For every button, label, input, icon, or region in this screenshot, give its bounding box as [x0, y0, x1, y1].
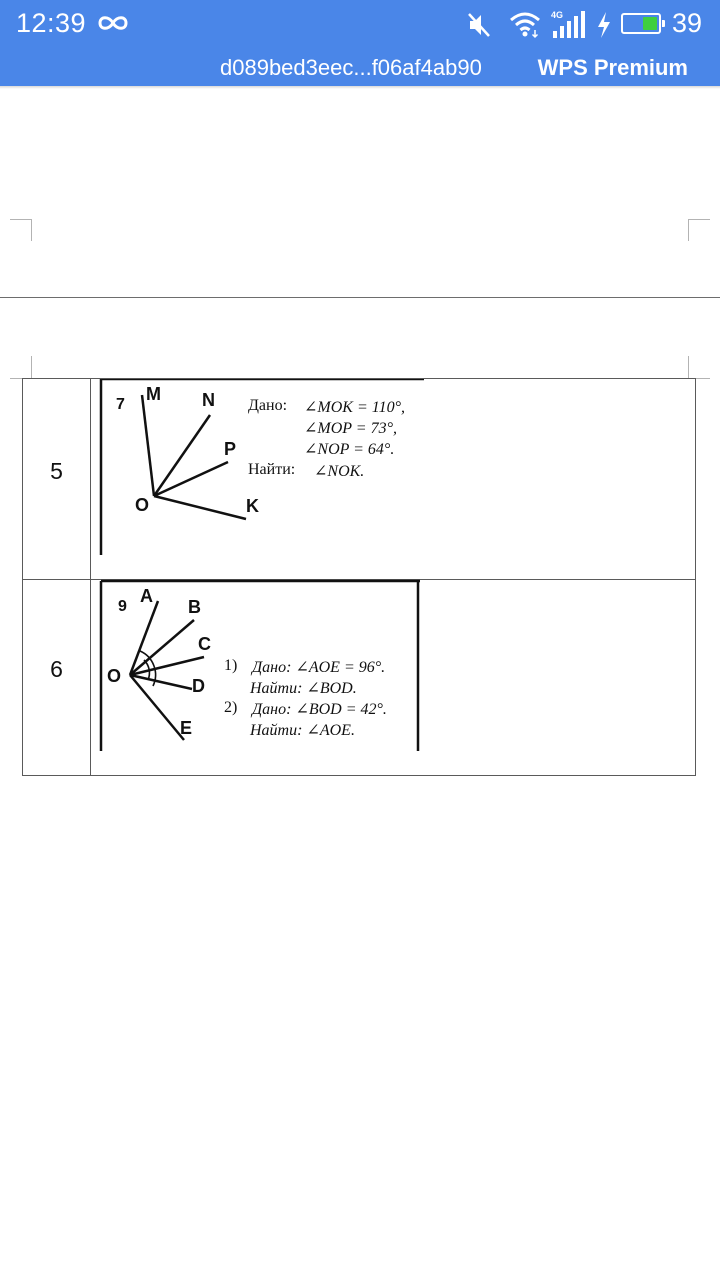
- geometry-figure: 9 A B C O D E 1) Дано: ∠AOE = 96°. Найти…: [98, 579, 422, 754]
- status-time: 12:39: [16, 8, 87, 38]
- geometry-figure: 7 M N P O K Дано: ∠MOK = 110°, ∠MOP = 73…: [98, 379, 430, 557]
- header-shadow: [0, 86, 720, 89]
- status-bar: 12:39 4G: [0, 0, 720, 50]
- battery-level: 39: [672, 8, 703, 38]
- point-label: K: [246, 496, 259, 516]
- page-corner-mark: [10, 219, 32, 241]
- table-row-divider: [23, 579, 695, 580]
- given-condition: ∠MOK = 110°,: [304, 399, 405, 416]
- task-number: 6: [50, 656, 63, 682]
- charging-icon: [596, 11, 612, 44]
- table-column-divider: [90, 379, 91, 775]
- infinity-icon: [96, 10, 130, 41]
- point-label: A: [140, 586, 153, 606]
- point-label: C: [198, 634, 211, 654]
- given-label: Дано:: [248, 397, 288, 414]
- given-condition: ∠MOP = 73°,: [304, 420, 397, 437]
- find-target: Найти: ∠AOE.: [250, 722, 355, 739]
- app-header: d089bed3eec...f06af4ab90 WPS Premium: [0, 50, 720, 86]
- figure-rays: [99, 379, 424, 555]
- find-target: ∠NOK.: [314, 463, 365, 480]
- problem-number: 7: [116, 396, 125, 413]
- given-condition: Дано: ∠AOE = 96°.: [252, 659, 386, 676]
- battery-icon: [621, 13, 665, 34]
- wps-premium-button[interactable]: WPS Premium: [537, 55, 688, 80]
- point-label: E: [180, 718, 193, 738]
- point-label: O: [135, 495, 150, 515]
- point-label: M: [146, 384, 161, 404]
- problem-number: 9: [118, 598, 127, 615]
- given-condition: ∠NOP = 64°.: [304, 441, 395, 458]
- signal-icon: [551, 11, 587, 44]
- find-target: Найти: ∠BOD.: [250, 680, 357, 697]
- page-break-line: [0, 297, 720, 298]
- point-label: O: [107, 666, 122, 686]
- point-label: B: [188, 597, 201, 617]
- wifi-icon: [508, 9, 542, 44]
- document-title: d089bed3eec...f06af4ab90: [220, 55, 482, 80]
- page-corner-mark: [688, 219, 710, 241]
- page-corner-mark: [10, 356, 32, 379]
- find-label: Найти:: [248, 461, 296, 478]
- task-number: 5: [50, 458, 63, 484]
- point-label: P: [224, 439, 237, 459]
- part-marker: 1): [224, 657, 238, 674]
- given-condition: Дано: ∠BOD = 42°.: [252, 701, 387, 718]
- figure-rays: [99, 579, 420, 751]
- mute-icon: [466, 11, 492, 44]
- point-label: D: [192, 676, 205, 696]
- point-label: N: [202, 390, 215, 410]
- page-corner-mark: [688, 356, 710, 379]
- part-marker: 2): [224, 699, 238, 716]
- network-type-label: 4G: [551, 10, 564, 20]
